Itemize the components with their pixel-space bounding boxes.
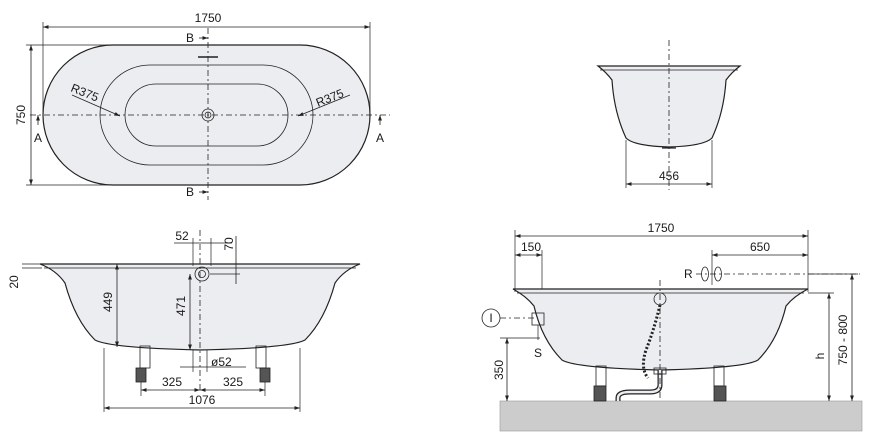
height-marker-label: h [813, 353, 827, 360]
side-view-tub-outline [39, 263, 361, 351]
install-view: 1750 150 650 R I [481, 221, 863, 432]
side-view: 20 52 70 449 471 ø52 325 325 1076 [7, 229, 361, 412]
overflow-offset-label: 52 [175, 229, 189, 243]
pipe-marker-s-label: S [534, 346, 542, 360]
trap-pipe [615, 370, 663, 401]
end-base-width-label: 456 [659, 169, 679, 183]
rim-thickness-label: 20 [7, 275, 21, 289]
offset-left-label: 150 [521, 240, 541, 254]
section-a-left-label: A [34, 131, 42, 145]
plan-width-label: 750 [14, 105, 28, 125]
floor [499, 400, 863, 432]
section-b-bottom-label: B [186, 185, 194, 199]
floor-to-pipe-label: 350 [492, 360, 506, 380]
waste-hose [641, 304, 662, 379]
install-leg-left [593, 365, 607, 402]
install-tub-outline [512, 288, 809, 371]
tap-marker-label: R [684, 267, 693, 281]
drain-diameter-label: ø52 [211, 355, 232, 369]
section-b-top-label: B [186, 31, 194, 45]
plan-length-label: 1750 [195, 11, 222, 25]
leg-spacing-left-label: 325 [162, 375, 182, 389]
install-leg-right [713, 365, 727, 402]
height-range-label: 750 - 800 [836, 314, 850, 365]
install-length-label: 1750 [648, 221, 675, 235]
tap-offset-label: 650 [750, 240, 770, 254]
side-leg-left [135, 345, 151, 383]
leg-spacing-right-label: 325 [223, 375, 243, 389]
overflow-icon [194, 266, 210, 282]
outer-depth-label: 471 [174, 296, 188, 316]
section-a-right-label: A [376, 131, 384, 145]
inner-depth-label: 449 [101, 292, 115, 312]
pipe-marker-i-label: I [489, 311, 492, 325]
overflow-height-label: 70 [222, 237, 236, 251]
end-view: 456 [596, 40, 742, 190]
side-leg-right [255, 345, 271, 383]
leg-span-label: 1076 [189, 393, 216, 407]
plan-view: 1750 750 R375 R375 B B A A [14, 11, 390, 200]
